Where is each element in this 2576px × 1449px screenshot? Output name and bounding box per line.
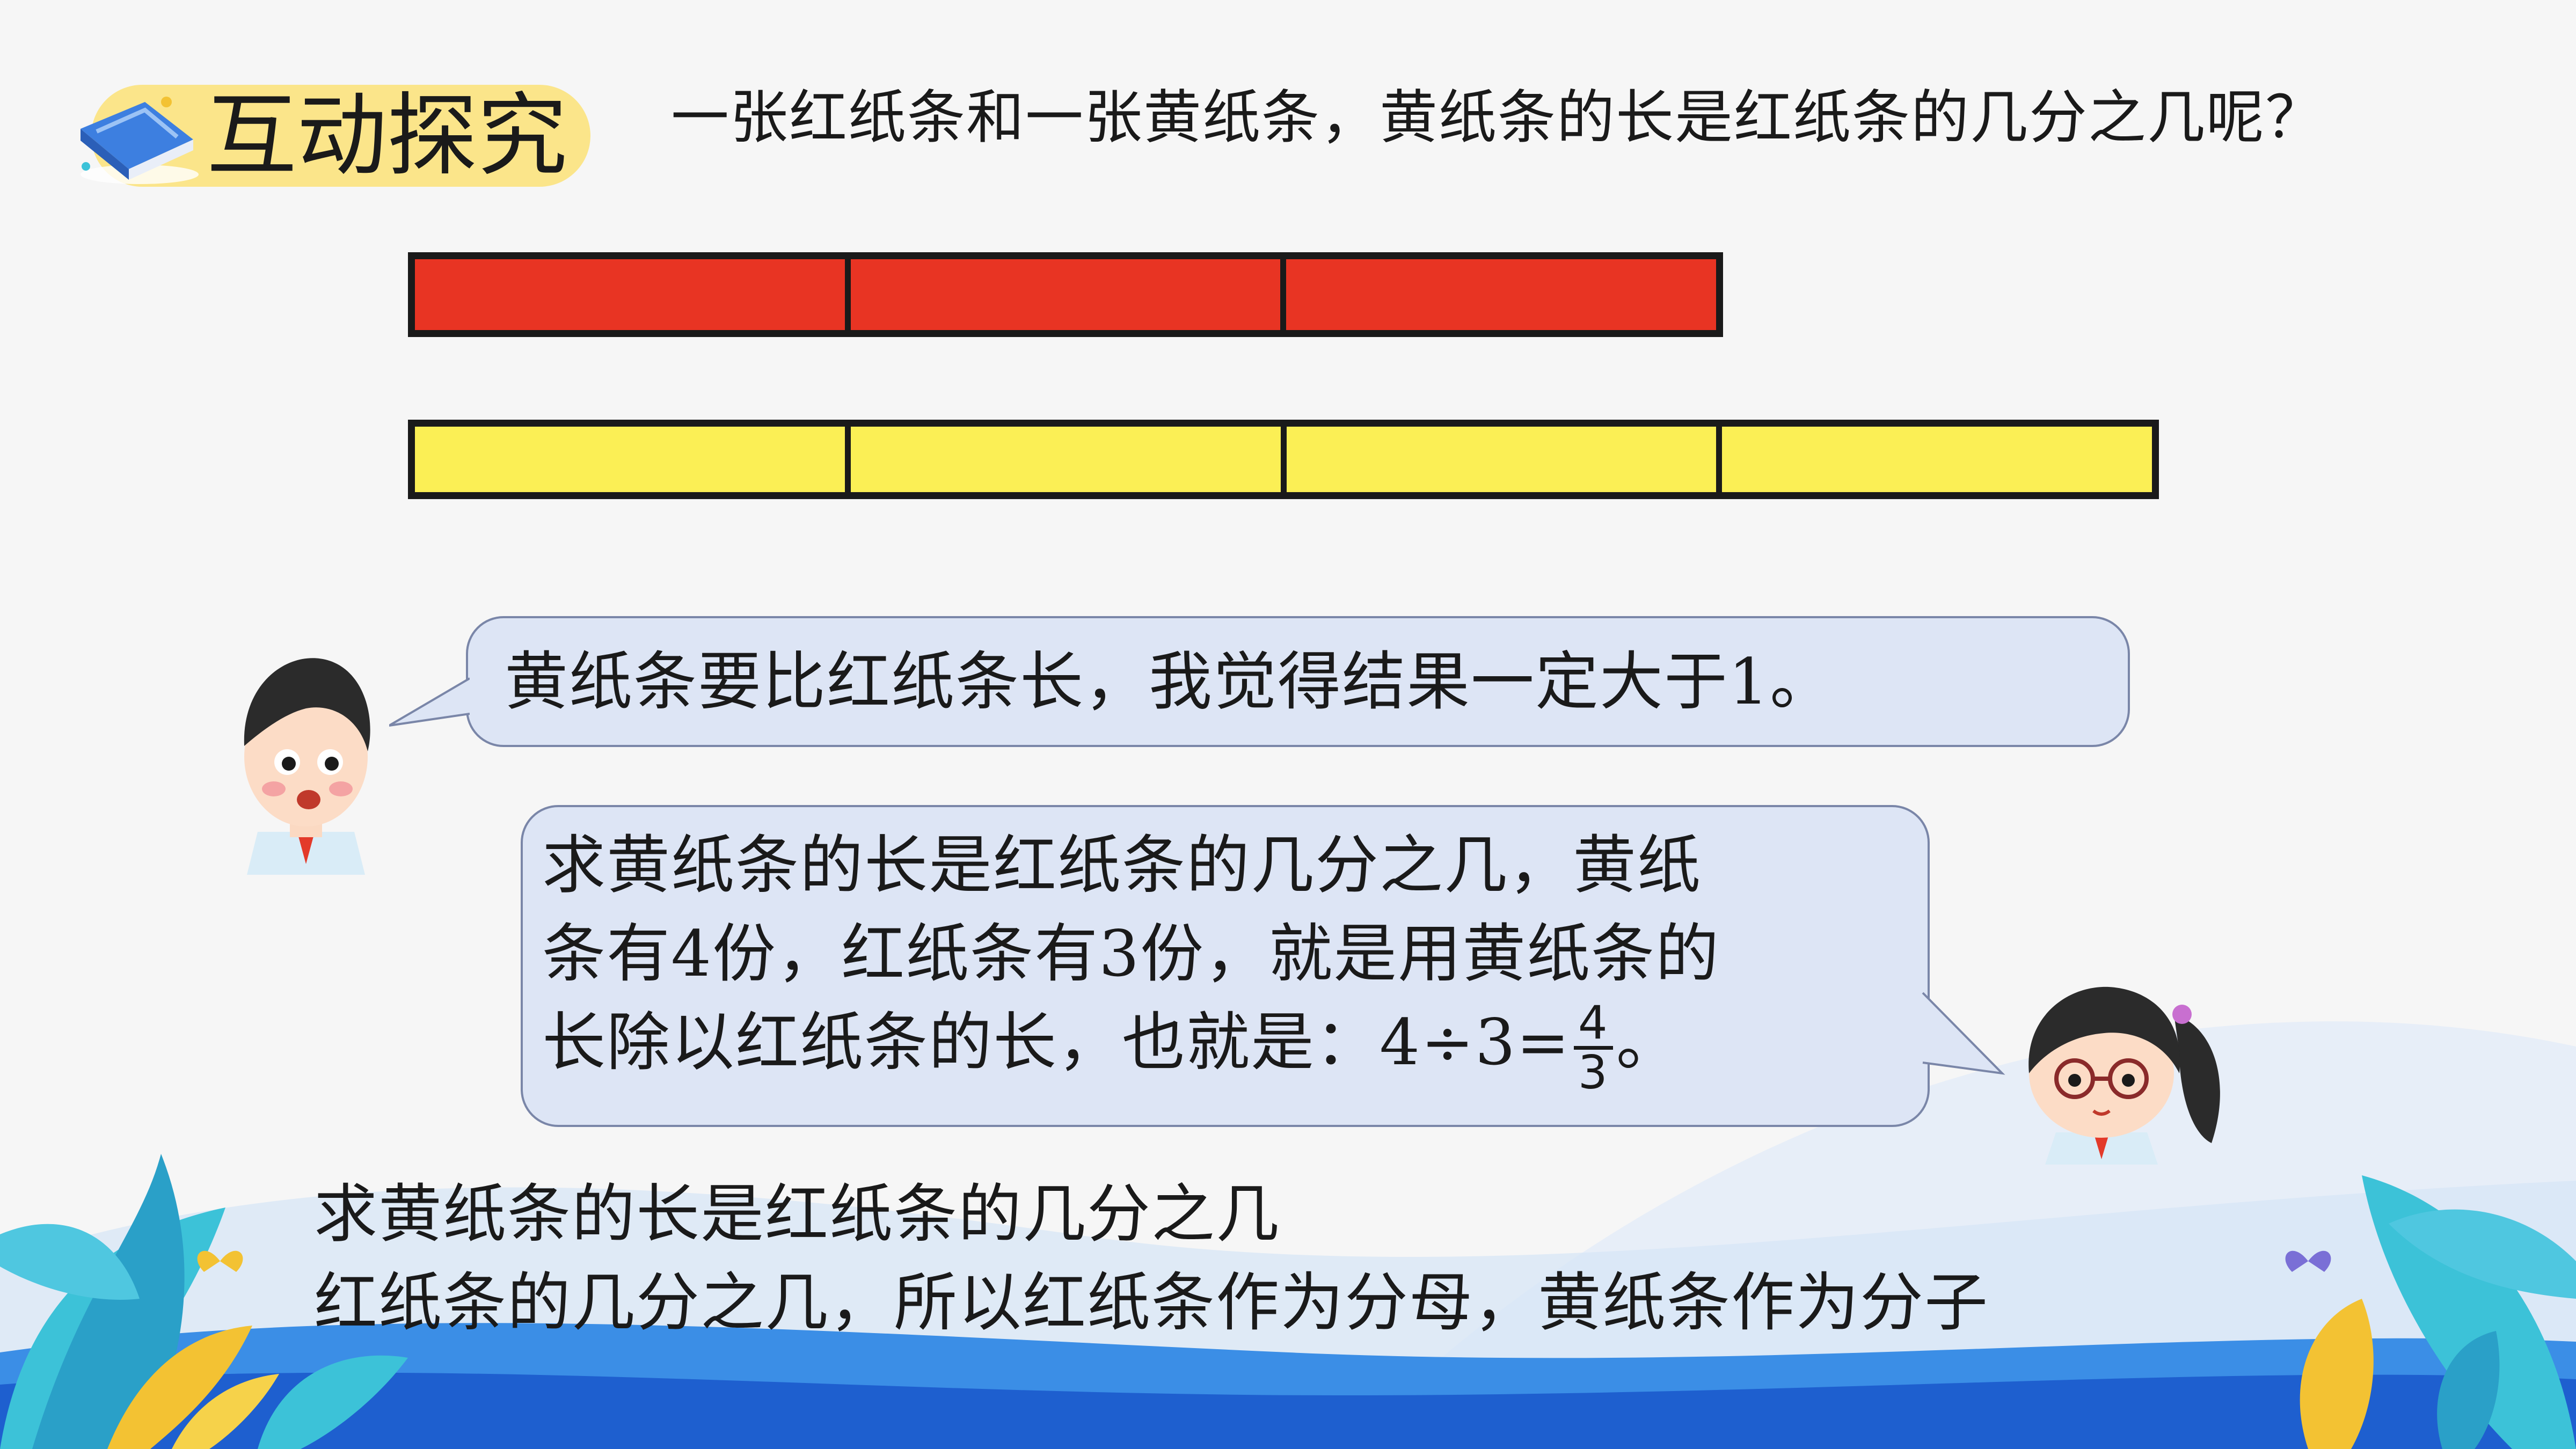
girl-speech-line: 求黄纸条的长是红纸条的几分之几，黄纸 [542,828,1702,902]
boy-avatar [244,658,370,875]
boy-bubble-tail [389,677,470,727]
fraction-numerator: 4 [1573,1000,1613,1050]
red-strip-segment [1280,259,1717,330]
girl-avatar [2028,986,2220,1165]
left-leaves [0,1154,408,1449]
yellow-paper-strip [408,420,2159,499]
yellow-strip-segment [1280,427,1717,492]
conclusion-text: 求黄纸条的长是红纸条的几分之几 红纸条的几分之几，所以红纸条作为分母，黄纸条作为… [314,1170,1989,1347]
fraction-denominator: 3 [1578,1045,1609,1100]
girl-bubble-tail [1922,992,2005,1075]
yellow-strip-segment [415,427,845,492]
girl-speech-text: 求黄纸条的长是红纸条的几分之几，黄纸 条有4份，红纸条有3份，就是用黄纸条的 长… [542,821,1873,1096]
boy-speech-text: 黄纸条要比红纸条长，我觉得结果一定大于1。 [505,645,1835,719]
conclusion-line: 求黄纸条的长是红纸条的几分之几 [314,1177,1281,1251]
equation-end: 。 [1616,1005,1681,1079]
right-leaves [2300,1175,2576,1449]
section-title: 互动探究 [207,83,567,188]
red-strip-segment [844,259,1281,330]
boy-speech-bubble [466,616,2130,747]
red-paper-strip [408,252,1723,337]
conclusion-line: 红纸条的几分之几，所以红纸条作为分母，黄纸条作为分子 [314,1265,1989,1340]
equation-text: 长除以红纸条的长，也就是：4÷3= [542,1005,1571,1079]
question-text: 一张红纸条和一张黄纸条，黄纸条的长是红纸条的几分之几呢？ [671,84,2325,151]
yellow-strip-segment [1716,427,2152,492]
yellow-strip-segment [844,427,1281,492]
butterfly-left [197,1250,243,1272]
butterfly-right [2285,1250,2331,1272]
girl-speech-bubble [521,805,1930,1127]
red-strip-segment [415,259,845,330]
girl-speech-line: 条有4份，红纸条有3份，就是用黄纸条的 [542,917,1720,991]
book-icon [81,97,199,184]
